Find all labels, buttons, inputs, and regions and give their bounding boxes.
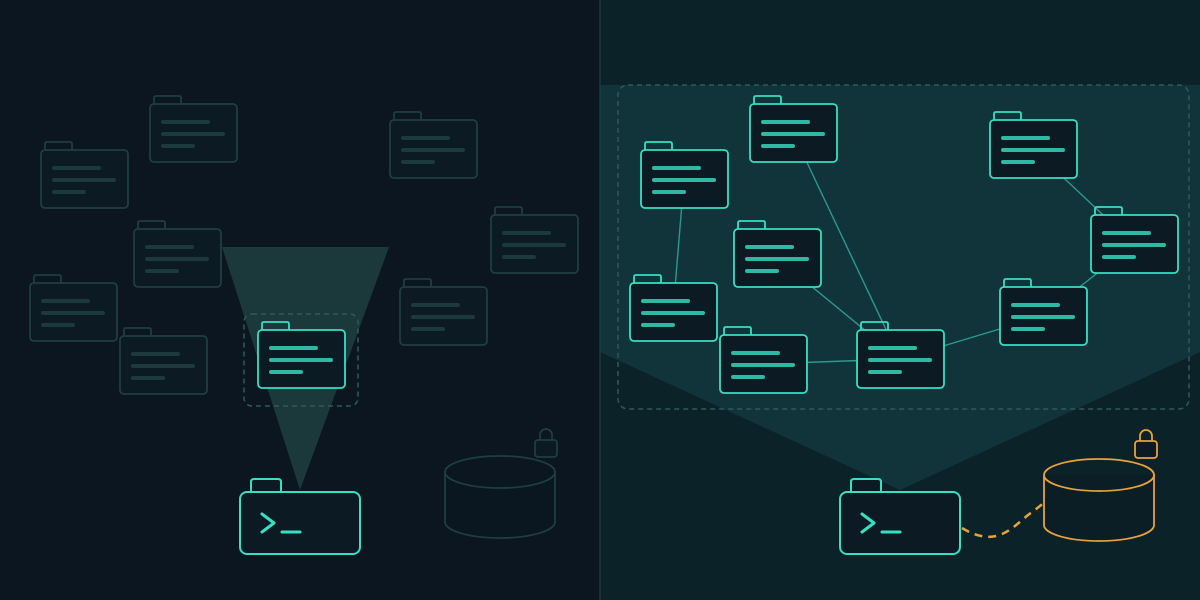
database-link-line [961,500,1046,539]
faded-folder-1 [40,141,129,209]
faded-folder-2 [389,111,478,179]
database-top [1043,458,1155,492]
right-database [1043,429,1158,542]
left-terminal [239,478,361,555]
folder-tab [860,321,889,330]
graph-folder-6 [989,111,1078,179]
faded-folder-0 [149,95,238,163]
folder-tab [494,206,523,215]
terminal-tab [850,478,882,491]
lock-icon [1134,429,1158,459]
locked-database [444,455,556,539]
left-database [444,428,558,539]
folder-tab [644,141,673,150]
right-selection-box [617,84,1190,410]
folder-tab [44,141,73,150]
graph-folder-1 [629,274,718,342]
folder-tab [403,278,432,287]
folder-tab [633,274,662,283]
prompt-chevron-icon [860,512,876,534]
active-folder [257,321,346,389]
folder-tab [393,111,422,120]
folder-tab [753,95,782,104]
terminal-window [239,491,361,555]
graph-folder-4 [999,278,1088,346]
folder-tab [153,95,182,104]
terminal-tab [250,478,282,491]
left-active-folder [257,321,346,389]
left-faded-folders [29,95,579,395]
folder-tab [1094,206,1123,215]
graph-folder-2 [749,95,838,163]
folder-tab [33,274,62,283]
prompt-chevron-icon [260,512,276,534]
folder-tab [723,326,752,335]
graph-folder-0 [640,141,729,209]
graph-folder-8 [719,326,808,394]
locked-database-connected [1043,458,1155,542]
folder-tab [993,111,1022,120]
terminal-right [839,478,961,555]
graph-folder-5 [1090,206,1179,274]
folder-tab [737,220,766,229]
database-top [444,455,556,489]
faded-folder-3 [133,220,222,288]
faded-folder-4 [490,206,579,274]
lock-icon [534,428,558,458]
graph-folder-7 [733,220,822,288]
database-cylinder-icon [444,472,556,539]
faded-folder-5 [29,274,118,342]
folder-tab [1003,278,1032,287]
right-terminal [839,478,961,555]
right-graph-folders [629,95,1179,394]
database-cylinder-icon [1043,475,1155,542]
folder-tab [123,327,152,336]
graph-folder-3 [856,321,945,389]
faded-folder-6 [119,327,208,395]
folder-tab [137,220,166,229]
folder-tab [261,321,290,330]
terminal-window [839,491,961,555]
left-selection-box [243,313,359,407]
faded-folder-7 [399,278,488,346]
terminal-left [239,478,361,555]
